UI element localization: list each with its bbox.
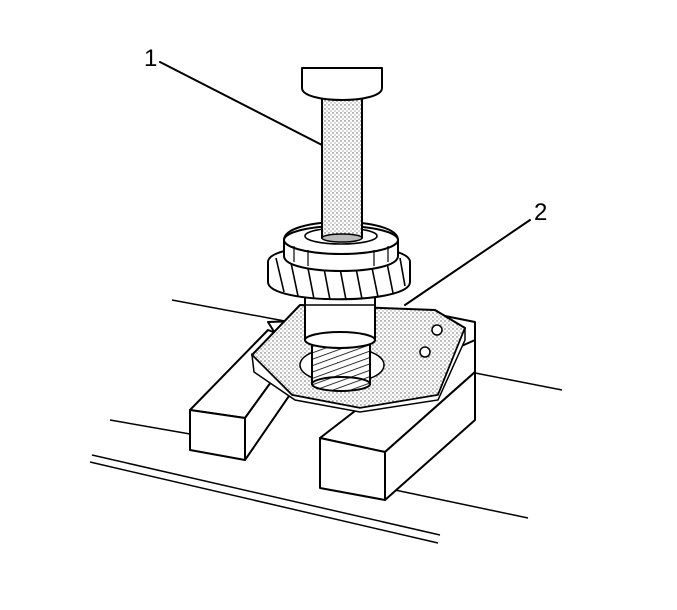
leader-line-2	[404, 219, 531, 306]
gear-hub	[304, 291, 376, 349]
bench-lines	[89, 299, 563, 544]
callout-1: 1	[144, 45, 157, 72]
leader-line-1	[159, 61, 323, 146]
plate-hole	[431, 324, 443, 336]
callout-2: 2	[534, 199, 547, 226]
press-ram	[301, 67, 383, 243]
leader-lines	[159, 61, 531, 306]
plate-hole	[419, 346, 431, 358]
